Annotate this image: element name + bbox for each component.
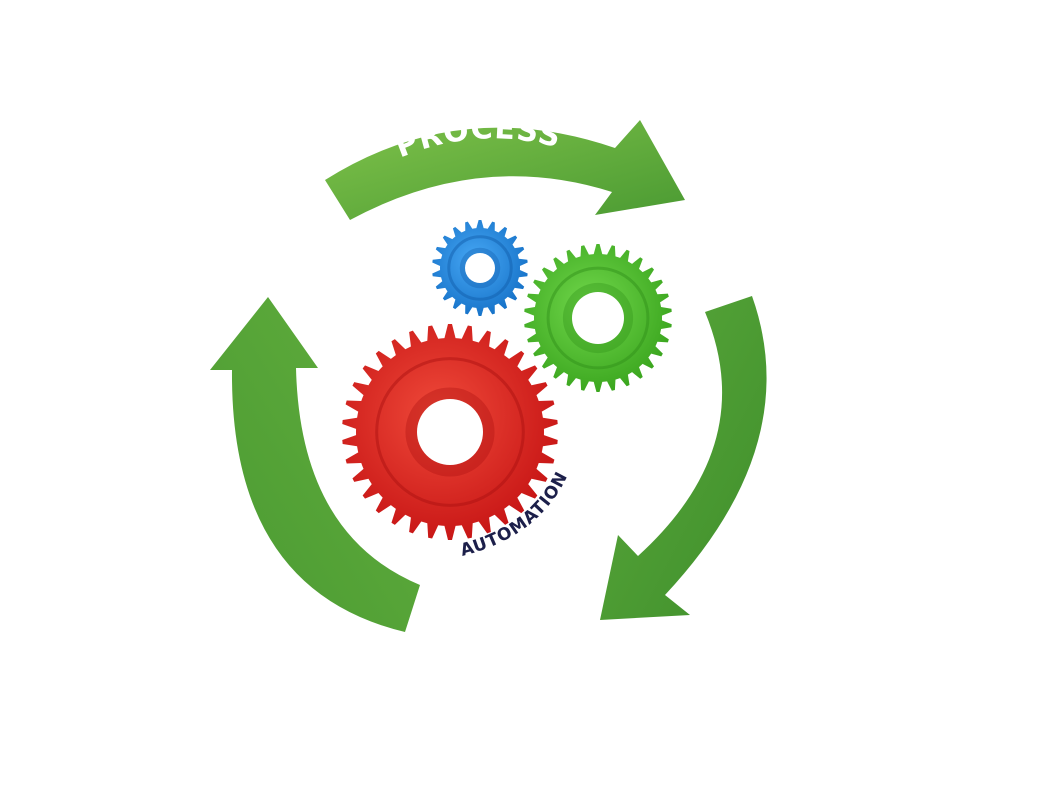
gear-green-ring [546,266,650,370]
right-cycle-arrow [600,296,767,620]
top-cycle-arrow: PROCESS [325,111,685,220]
left-cycle-arrow [210,297,420,632]
medium-green-gear-icon [524,244,672,392]
gear-blue-hole [465,253,495,283]
gear-green-hole [572,292,624,344]
gear-blue-ring [447,235,513,301]
gear-red-hole [417,399,483,465]
large-red-gear-icon [342,324,558,540]
gear-red-ring [375,357,525,507]
small-blue-gear-icon [432,220,528,316]
